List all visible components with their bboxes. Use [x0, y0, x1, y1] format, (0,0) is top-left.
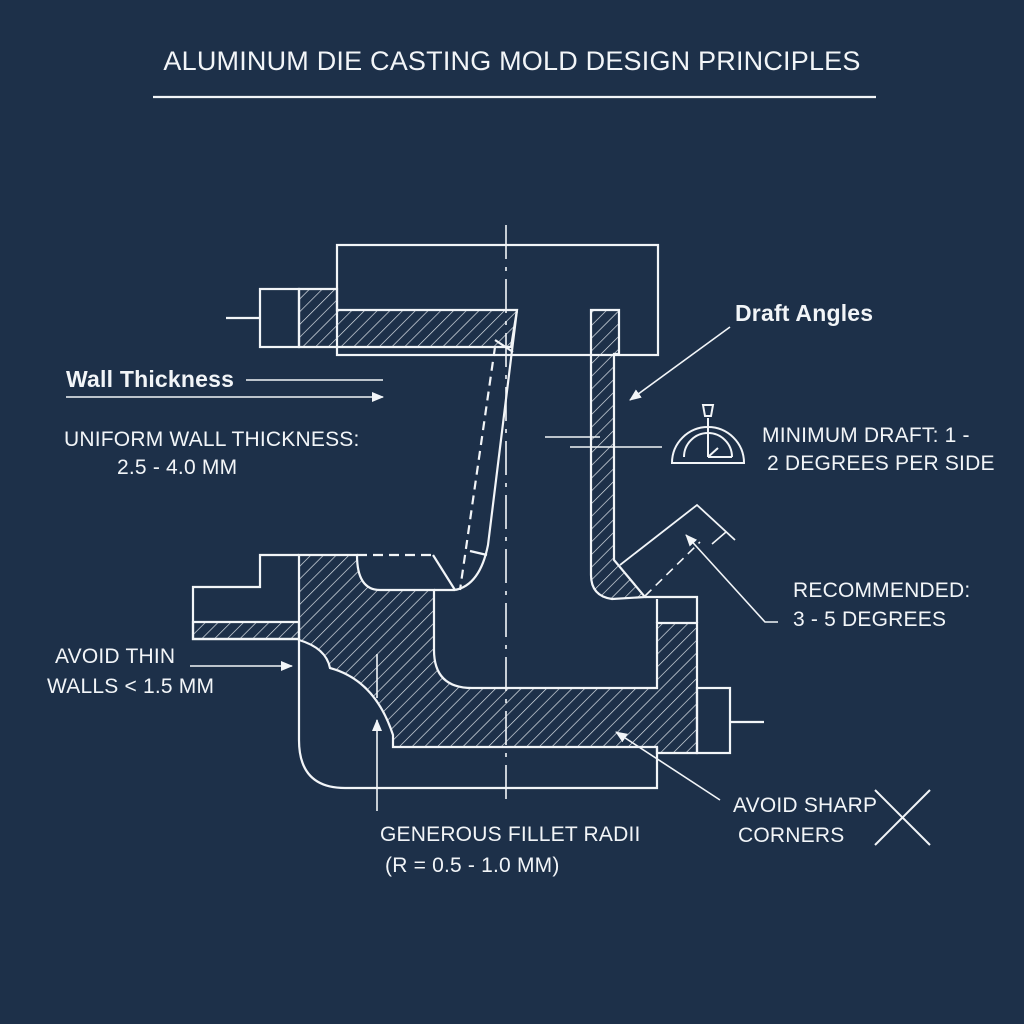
draft-leader-arrow: [629, 326, 731, 401]
wall-thickness-heading: Wall Thickness: [66, 366, 235, 392]
thin-walls-line1: AVOID THIN: [55, 645, 176, 668]
upper-hatched-arm: [297, 287, 519, 349]
fillet-line2: (R = 0.5 - 1.0 MM): [385, 854, 560, 877]
fillet-line1: GENEROUS FILLET RADII: [380, 823, 641, 846]
right-wall-hatched: [589, 308, 648, 601]
draft-angles-heading: Draft Angles: [735, 300, 874, 326]
page-title: ALUMINUM DIE CASTING MOLD DESIGN PRINCIP…: [163, 46, 861, 76]
recommended-line2: 3 - 5 DEGREES: [793, 608, 947, 631]
angle-bracket: [619, 503, 736, 566]
recommended-leader: [685, 534, 778, 623]
thin-walls-line2: WALLS < 1.5 MM: [47, 675, 215, 698]
sharp-corners-line2: CORNERS: [738, 824, 845, 847]
outer-bottom-contour: [297, 640, 659, 790]
lower-hatched-body: [297, 553, 699, 755]
draft-angles-line1: MINIMUM DRAFT: 1 -: [762, 424, 970, 447]
wall-thickness-line1: UNIFORM WALL THICKNESS:: [64, 428, 360, 451]
left-hatched-strip: [191, 620, 301, 641]
sharp-corners-leader: [615, 731, 721, 801]
protractor-icon: [670, 404, 746, 464]
sharp-corners-line1: AVOID SHARP: [733, 794, 878, 817]
recommended-line1: RECOMMENDED:: [793, 579, 971, 602]
x-mark-icon: [874, 789, 931, 846]
draft-angles-line2: 2 DEGREES PER SIDE: [767, 452, 995, 475]
wall-thickness-line2: 2.5 - 4.0 MM: [117, 456, 238, 479]
left-upper-box: [258, 287, 301, 349]
right-lower-box: [695, 686, 732, 755]
